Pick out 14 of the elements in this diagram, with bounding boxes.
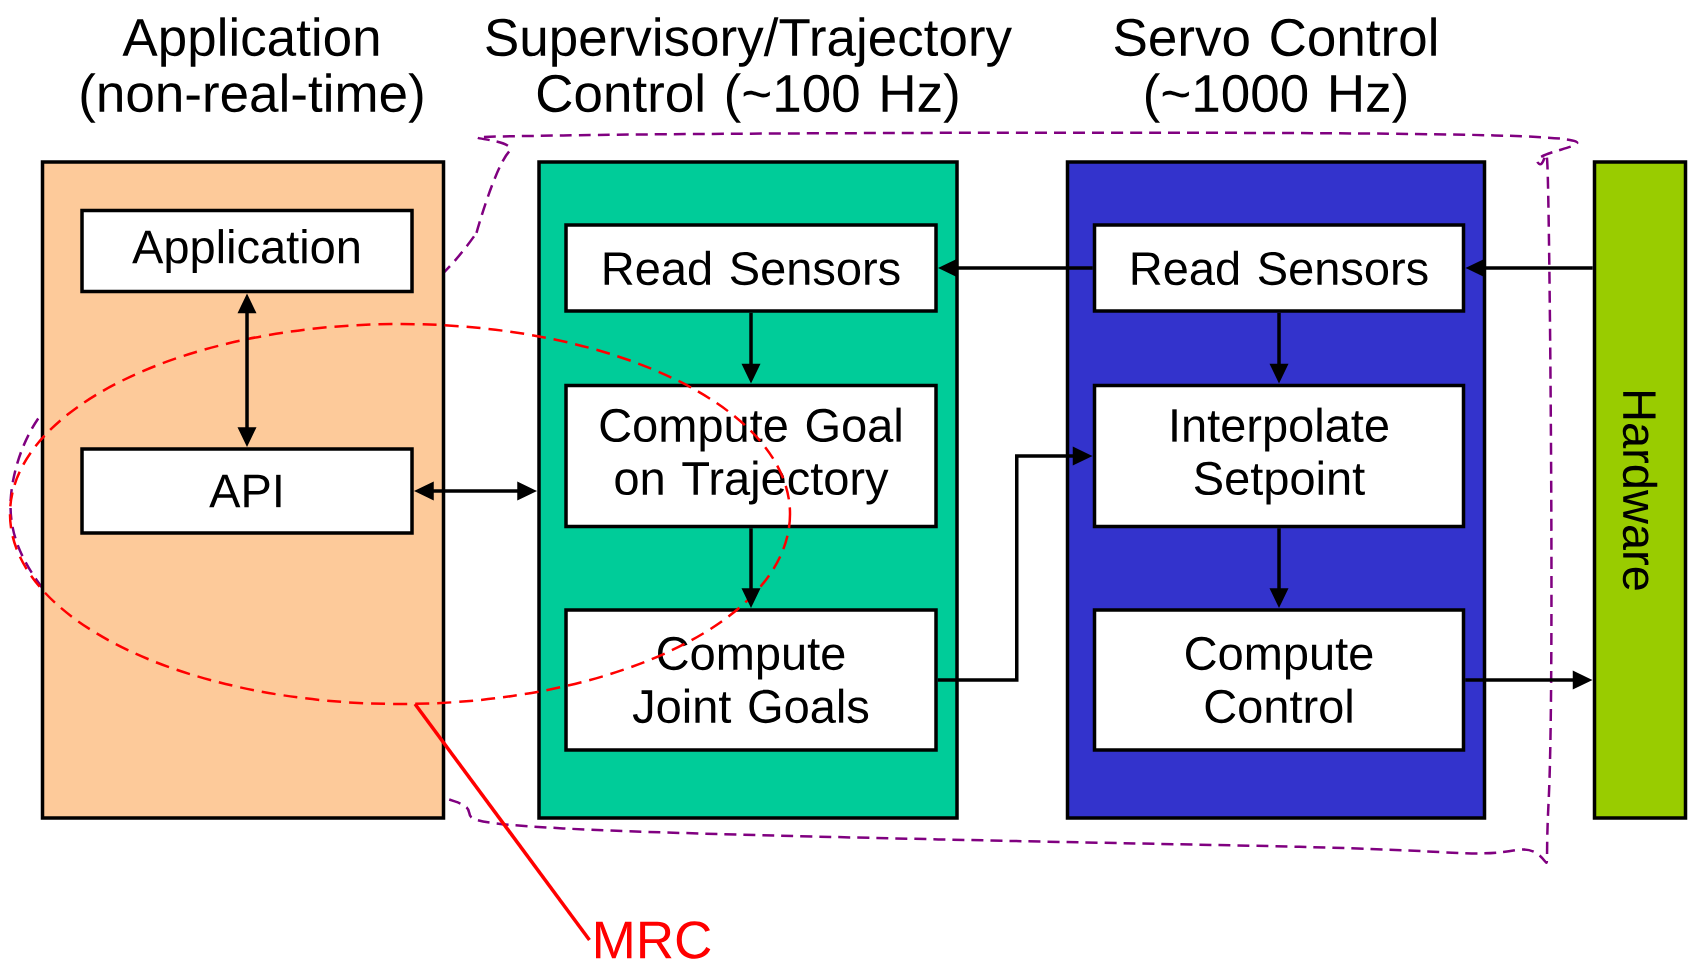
leader-line bbox=[413, 702, 591, 942]
process-box: Application bbox=[80, 208, 414, 294]
process-box: Read Sensors bbox=[1092, 223, 1466, 313]
panel-title: Supervisory/Trajectory Control (~100 Hz) bbox=[486, 17, 1012, 123]
process-box: Read Sensors bbox=[564, 223, 938, 313]
process-box: Compute Goal on Trajectory bbox=[564, 383, 938, 529]
panel-title: Servo Control (~1000 Hz) bbox=[1114, 17, 1436, 123]
process-box: API bbox=[80, 447, 414, 535]
panel-title: Application (non-real-time) bbox=[81, 17, 423, 123]
process-box: Compute Joint Goals bbox=[564, 608, 938, 752]
hardware-bar: Hardware bbox=[1592, 160, 1688, 820]
process-box: Interpolate Setpoint bbox=[1092, 383, 1466, 529]
region-label: MRC bbox=[596, 921, 711, 959]
process-box: Compute Control bbox=[1092, 608, 1466, 752]
